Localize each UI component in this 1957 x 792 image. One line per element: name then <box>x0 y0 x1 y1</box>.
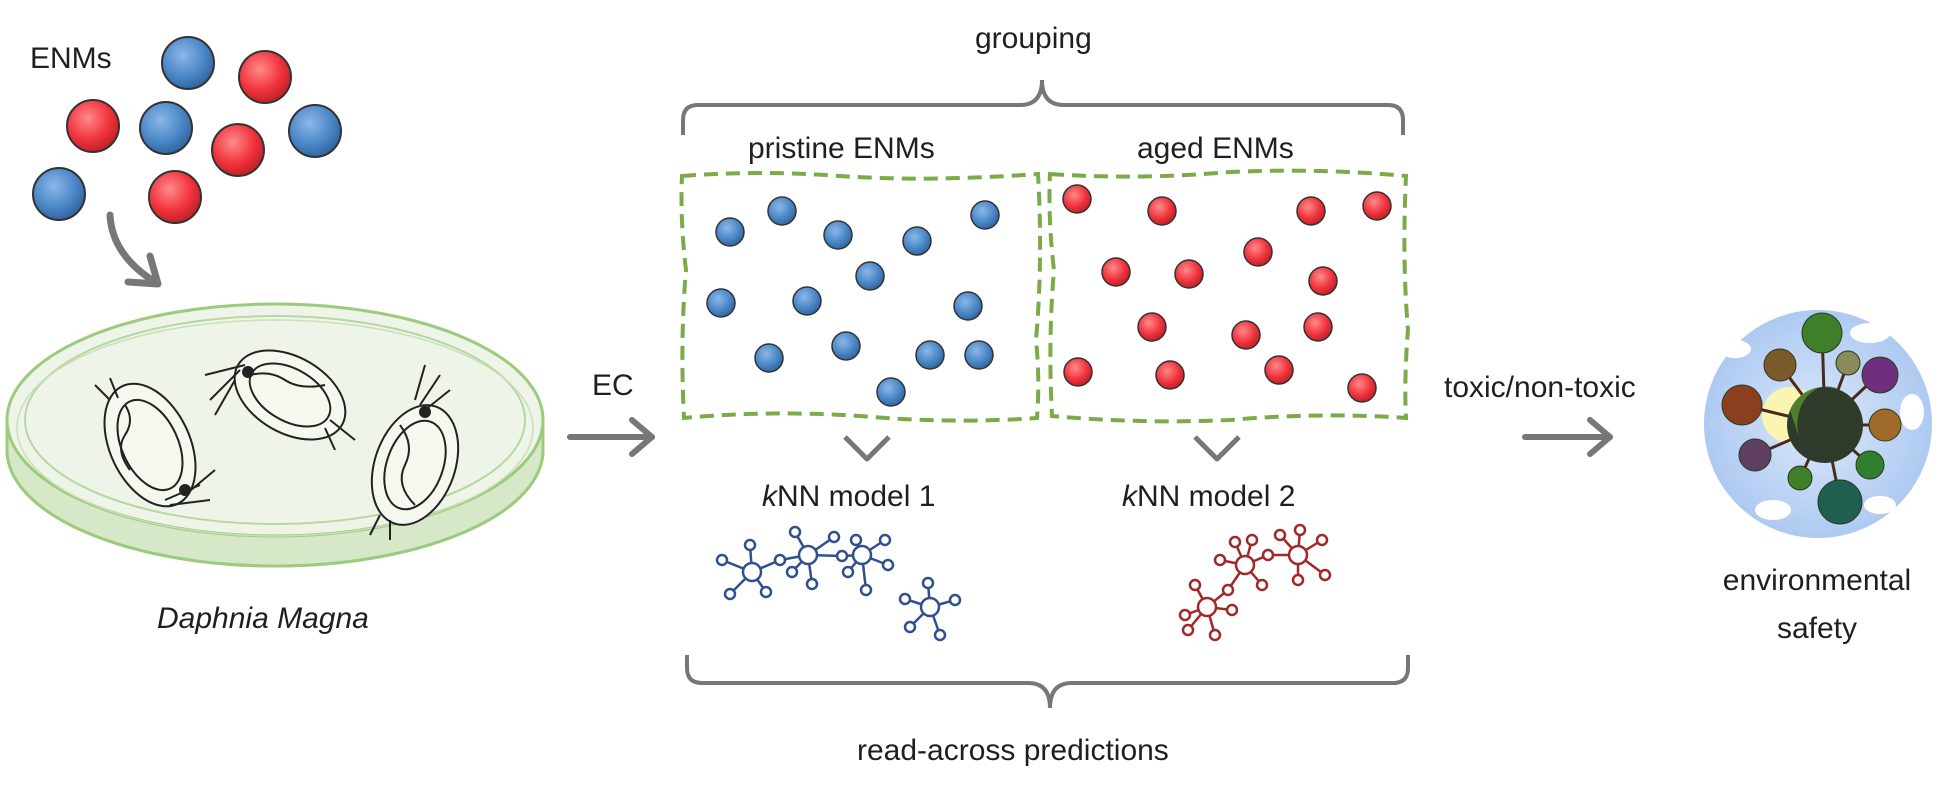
ec-arrow <box>567 417 655 457</box>
toxic-arrow <box>1522 417 1613 457</box>
pristine-particles <box>706 196 1000 407</box>
enms-label: ENMs <box>30 42 112 75</box>
toxic-label: toxic/non-toxic <box>1444 371 1636 404</box>
petri-dish <box>5 302 545 568</box>
knn-model-2-label: kNN model 2 <box>1122 480 1295 513</box>
read-across-brace <box>685 655 1410 709</box>
daphnia-organism-2 <box>204 349 356 451</box>
aged-enms-box <box>1047 168 1411 424</box>
grouping-brace <box>681 79 1405 135</box>
aged-label: aged ENMs <box>1137 132 1294 165</box>
env-label-line1: environmental <box>1723 564 1911 597</box>
aged-particles <box>1062 184 1392 403</box>
pristine-label: pristine ENMs <box>748 132 935 165</box>
daphnia-organism-1 <box>94 377 216 508</box>
ec-label: EC <box>592 369 634 402</box>
chevron-down-icon <box>1193 435 1241 462</box>
enm-to-dish-arrow <box>106 211 162 288</box>
knn-model-1-label: kNN model 1 <box>762 480 935 513</box>
enm-particle-cluster <box>32 36 342 224</box>
environment-globe-icon <box>1702 308 1934 540</box>
daphnia-organism-3 <box>369 364 460 540</box>
env-label-line2: safety <box>1777 612 1857 645</box>
pristine-enms-box <box>679 171 1043 423</box>
daphnia-label: Daphnia Magna <box>157 602 369 635</box>
read-across-label: read-across predictions <box>857 734 1169 767</box>
chevron-down-icon <box>843 435 891 462</box>
knn-network-1 <box>715 525 962 642</box>
knn-network-2 <box>1178 523 1332 642</box>
grouping-label: grouping <box>975 22 1092 55</box>
